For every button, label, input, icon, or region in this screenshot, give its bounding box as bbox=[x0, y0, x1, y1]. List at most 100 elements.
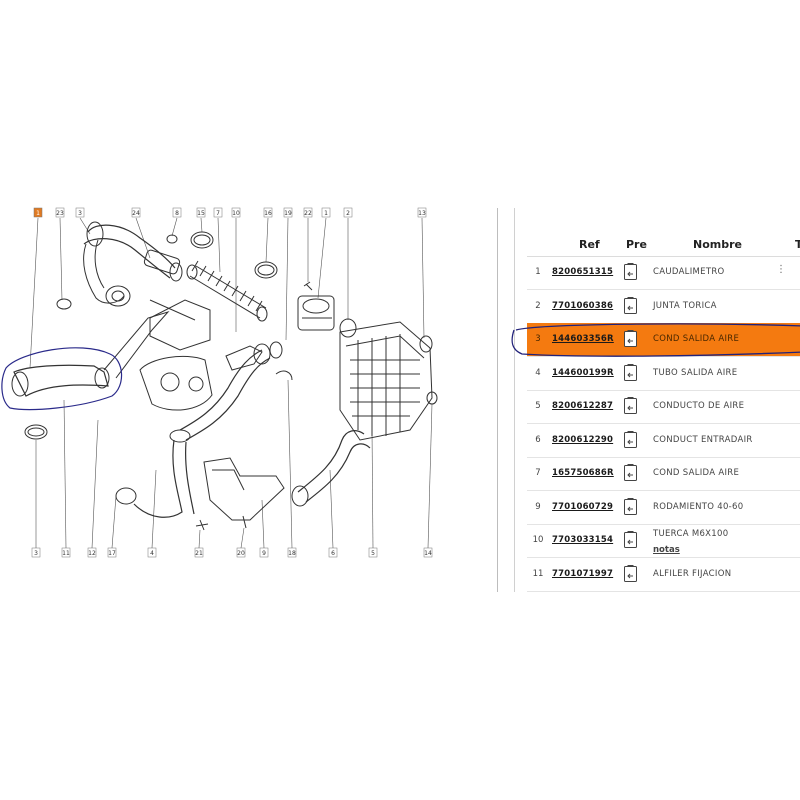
part-name: RODAMIENTO 40-60 bbox=[653, 501, 744, 512]
callout-number[interactable]: 14 bbox=[424, 550, 432, 557]
part-reference-link[interactable]: 7701060729 bbox=[552, 501, 614, 512]
part-name: JUNTA TORICA bbox=[653, 300, 717, 311]
column-header-pre[interactable]: Pre bbox=[626, 238, 647, 251]
part-notes-link[interactable]: notas bbox=[653, 545, 680, 555]
diagram-top-callouts: 1 23 3 24 8 15 7 10 16 19 22 1 2 13 bbox=[33, 207, 427, 218]
callout-number[interactable]: 2 bbox=[346, 210, 350, 217]
row-number: 10 bbox=[532, 535, 544, 545]
callout-number[interactable]: 4 bbox=[150, 550, 154, 557]
callout-number[interactable]: 19 bbox=[284, 210, 292, 217]
callout-number[interactable]: 7 bbox=[216, 210, 220, 217]
leader-line bbox=[421, 217, 425, 339]
callout-number[interactable]: 3 bbox=[34, 550, 38, 557]
part-reference-link[interactable]: 7701060386 bbox=[552, 300, 614, 311]
part-reference-link[interactable]: 8200612290 bbox=[552, 434, 614, 445]
row-number: 4 bbox=[535, 367, 541, 378]
callout-box bbox=[213, 207, 223, 218]
leader-line bbox=[265, 217, 269, 263]
add-to-cart-icon[interactable] bbox=[624, 363, 637, 381]
annotation-circle bbox=[1, 347, 123, 411]
part-reference-link[interactable]: 144600199R bbox=[552, 367, 614, 378]
leader-line bbox=[285, 217, 289, 341]
callout-number[interactable]: 12 bbox=[88, 550, 96, 557]
row-number: 1 bbox=[535, 267, 541, 277]
part-reference-link[interactable]: 7701071997 bbox=[552, 568, 614, 579]
callout-box bbox=[131, 207, 141, 218]
leader-line bbox=[111, 495, 117, 549]
add-to-cart-icon[interactable] bbox=[624, 430, 637, 448]
callout-number[interactable]: 24 bbox=[132, 210, 140, 217]
callout-number[interactable]: 11 bbox=[62, 550, 70, 557]
add-to-cart-icon[interactable] bbox=[624, 263, 637, 280]
callout-number[interactable]: 16 bbox=[264, 210, 272, 217]
callout-number[interactable]: 22 bbox=[304, 210, 312, 217]
row-number: 3 bbox=[535, 334, 541, 344]
row-number: 11 bbox=[532, 568, 544, 579]
leader-line bbox=[151, 469, 157, 549]
callout-box bbox=[172, 207, 182, 218]
callout-number[interactable]: 5 bbox=[371, 550, 375, 557]
callout-box bbox=[231, 207, 241, 218]
callout-number[interactable]: 13 bbox=[418, 210, 426, 217]
add-to-cart-icon[interactable] bbox=[624, 397, 637, 414]
add-to-cart-icon[interactable] bbox=[624, 296, 637, 314]
leader-line bbox=[198, 529, 201, 549]
row-number: 5 bbox=[535, 401, 541, 411]
column-header-extra: T bbox=[795, 238, 800, 251]
callout-number[interactable]: 10 bbox=[232, 210, 240, 217]
callout-number[interactable]: 15 bbox=[197, 210, 205, 217]
part-name: ALFILER FIJACION bbox=[653, 568, 732, 579]
callout-number[interactable]: 1 bbox=[324, 210, 328, 217]
callout-number[interactable]: 18 bbox=[288, 550, 296, 557]
callout-number[interactable]: 17 bbox=[108, 550, 116, 557]
part-reference-link[interactable]: 144603356R bbox=[552, 334, 614, 344]
callout-box bbox=[55, 207, 65, 218]
table-row[interactable]: 2 7701060386 JUNTA TORICA bbox=[527, 290, 800, 324]
part-reference-link[interactable]: 165750686R bbox=[552, 468, 614, 478]
callout-number[interactable]: 6 bbox=[331, 550, 335, 557]
leader-line bbox=[217, 217, 221, 273]
part-reference-link[interactable]: 7703033154 bbox=[552, 535, 614, 545]
callout-number[interactable]: 3 bbox=[78, 210, 82, 217]
part-reference-link[interactable]: 8200612287 bbox=[552, 401, 614, 411]
leader-line bbox=[240, 527, 245, 549]
column-header-ref[interactable]: Ref bbox=[579, 238, 600, 251]
part-name: CONDUCT ENTRADAIR bbox=[653, 434, 753, 445]
callout-number[interactable]: 20 bbox=[237, 550, 245, 557]
column-header-nombre[interactable]: Nombre bbox=[693, 238, 742, 251]
leader-line bbox=[200, 217, 203, 233]
row-number: 9 bbox=[535, 501, 541, 512]
add-to-cart-icon[interactable] bbox=[624, 531, 637, 548]
callout-number[interactable]: 21 bbox=[195, 550, 203, 557]
callout-number[interactable]: 23 bbox=[56, 210, 64, 217]
panel-divider bbox=[497, 208, 498, 592]
add-to-cart-icon[interactable] bbox=[624, 330, 637, 347]
add-to-cart-icon[interactable] bbox=[624, 497, 637, 515]
callout-number[interactable]: 8 bbox=[175, 210, 179, 217]
add-to-cart-icon[interactable] bbox=[624, 464, 637, 481]
callout-box bbox=[196, 207, 206, 218]
more-options-icon[interactable]: ⋮ bbox=[776, 264, 786, 275]
leader-line bbox=[63, 399, 67, 549]
table-row[interactable]: 9 7701060729 RODAMIENTO 40-60 bbox=[527, 491, 800, 525]
callout-box bbox=[303, 207, 313, 218]
table-row[interactable]: 11 7701071997 ALFILER FIJACION bbox=[527, 558, 800, 592]
diagram-bottom-callouts: 3 11 12 17 4 21 20 9 18 6 5 14 bbox=[31, 547, 433, 558]
callout-box bbox=[321, 207, 331, 218]
row-number: 2 bbox=[535, 300, 541, 311]
callout-number[interactable]: 1 bbox=[36, 210, 40, 217]
part-reference-link[interactable]: 8200651315 bbox=[552, 267, 614, 277]
part-name: CONDUCTO DE AIRE bbox=[653, 401, 745, 411]
callout-number[interactable]: 9 bbox=[262, 550, 266, 557]
add-to-cart-icon[interactable] bbox=[624, 564, 637, 582]
table-row[interactable]: 5 8200612287 CONDUCTO DE AIRE bbox=[527, 390, 800, 424]
leader-line bbox=[91, 419, 99, 549]
